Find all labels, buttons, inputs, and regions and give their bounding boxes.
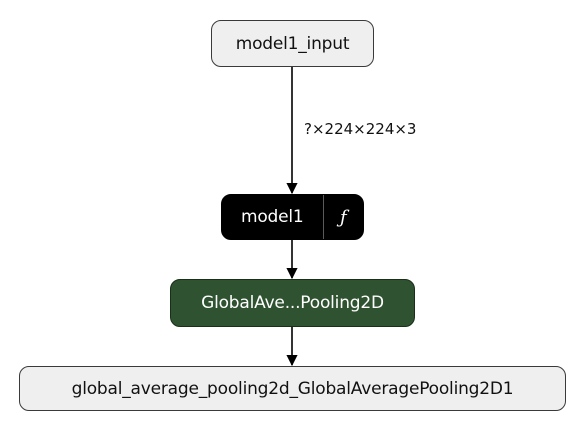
function-icon: ƒ [340,206,347,228]
output-node[interactable]: global_average_pooling2d_GlobalAveragePo… [19,366,566,411]
model-node-label: model1 [241,207,304,227]
pooling-node[interactable]: GlobalAve...Pooling2D [170,279,415,327]
model-node-divider [322,195,324,239]
edge-shape-label: ?×224×224×3 [304,120,417,138]
model-node[interactable]: model1 ƒ [221,194,364,240]
input-node[interactable]: model1_input [211,20,374,67]
output-node-label: global_average_pooling2d_GlobalAveragePo… [71,378,514,399]
input-node-label: model1_input [235,33,350,54]
pooling-node-label: GlobalAve...Pooling2D [201,293,384,313]
